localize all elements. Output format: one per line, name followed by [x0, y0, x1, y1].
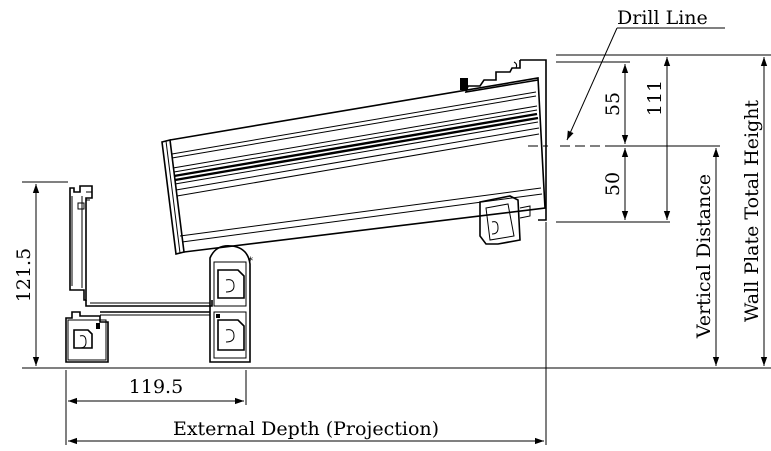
dimension-wall-plate-total-height: Wall Plate Total Height — [741, 57, 768, 366]
dimension-vertical-distance: Vertical Distance — [693, 148, 720, 366]
dimension-119-5: 119.5 — [68, 376, 244, 405]
extension-lines — [22, 54, 771, 445]
dimension-55: 55 — [602, 64, 629, 144]
svg-text:*: * — [248, 256, 253, 267]
vertical-distance-label: Vertical Distance — [693, 174, 715, 339]
dim-111-label: 111 — [644, 80, 666, 116]
middle-post-profile: * — [209, 244, 253, 363]
external-depth-label: External Depth (Projection) — [173, 418, 439, 440]
dimension-111: 111 — [644, 57, 671, 220]
dimension-external-depth: External Depth (Projection) — [68, 418, 544, 445]
canopy-body — [161, 59, 547, 255]
dim-121-5-label: 121.5 — [13, 248, 35, 302]
gutter-rails — [85, 300, 213, 316]
dimension-121-5: 121.5 — [13, 184, 40, 366]
wall-plate-total-height-label: Wall Plate Total Height — [741, 100, 763, 323]
drill-line: Drill Line — [528, 7, 725, 147]
drill-line-label: Drill Line — [617, 7, 708, 29]
dimension-50: 50 — [602, 148, 629, 220]
dim-55-label: 55 — [602, 92, 624, 116]
front-profile — [65, 185, 109, 363]
dim-119-5-label: 119.5 — [129, 376, 183, 398]
dim-50-label: 50 — [602, 172, 624, 196]
